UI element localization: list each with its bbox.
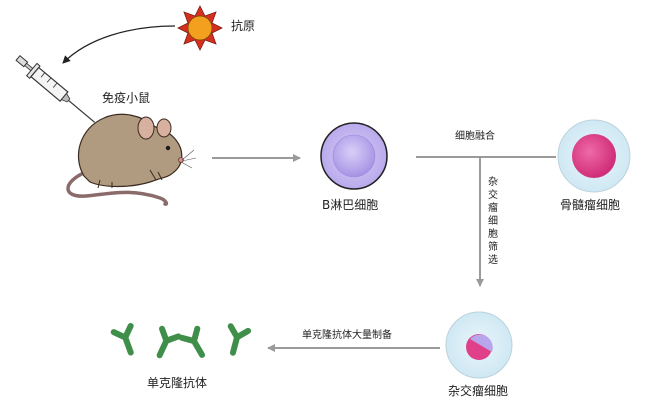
b-cell-label: B淋巴细胞 [322, 198, 379, 212]
syringe-icon [15, 54, 95, 123]
antigen-to-syringe-arrow [62, 25, 176, 64]
y-antibody-icon [110, 322, 252, 359]
sun-antigen-icon [177, 5, 223, 51]
mouse-label: 免疫小鼠 [102, 91, 151, 105]
myeloma-cell [557, 119, 631, 193]
b-lymphocyte-cell [320, 122, 388, 190]
mass-production-label: 单克隆抗体大量制备 [302, 330, 392, 341]
cell-fusion-label: 细胞融合 [455, 131, 495, 142]
antibody-label: 单克隆抗体 [147, 376, 208, 390]
mouse-illustration [66, 113, 197, 206]
hybridoma-cell [445, 311, 513, 379]
hybridoma-label: 杂交瘤细胞 [448, 384, 509, 398]
antigen-label: 抗原 [231, 19, 256, 33]
myeloma-label: 骨髓瘤细胞 [560, 198, 621, 212]
screening-label: 杂交瘤细胞筛选 [488, 177, 498, 266]
